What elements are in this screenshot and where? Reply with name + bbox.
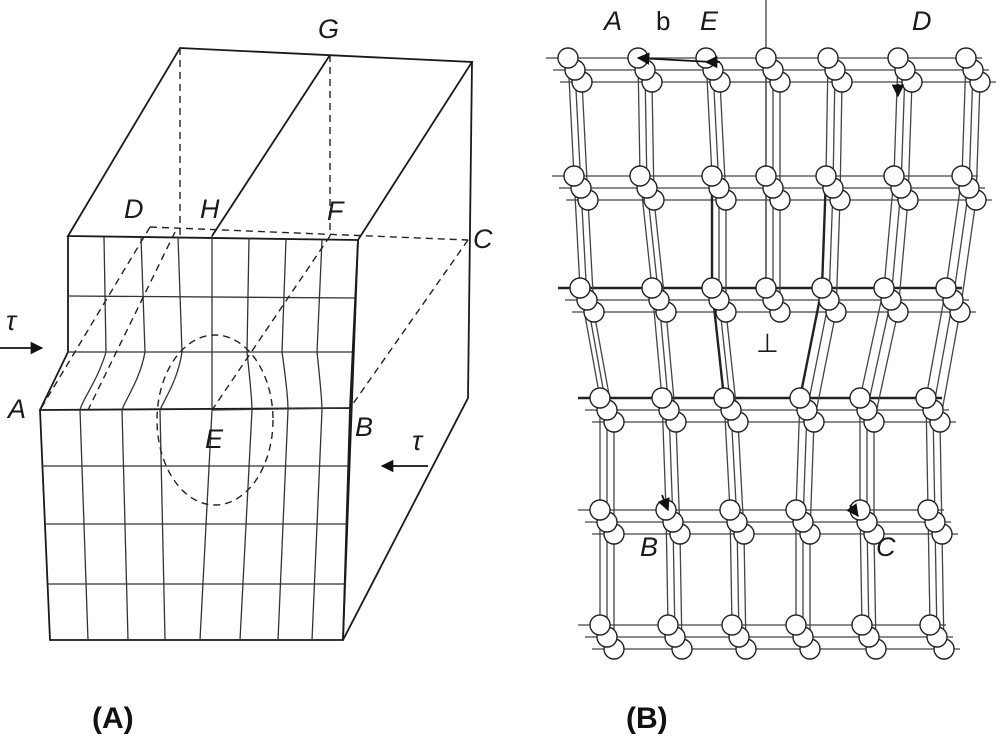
label-tau-right: τ [412, 426, 424, 456]
label-a-a: A [6, 394, 26, 424]
lattice-atom [917, 499, 939, 521]
lattice-bond [893, 57, 899, 177]
lattice-atom [589, 499, 611, 521]
lattice-atom [883, 165, 905, 187]
lattice-atom [951, 165, 973, 187]
lattice-atom [563, 165, 585, 187]
lattice-atom [789, 387, 811, 409]
lattice-atom [701, 277, 723, 299]
lattice-atom [915, 387, 937, 409]
lattice-atom [701, 165, 723, 187]
lattice-bond [907, 81, 913, 201]
lattice-atom [785, 614, 807, 636]
label-e-b: E [700, 6, 719, 36]
circuit-arrow-top [704, 55, 905, 98]
lattice-atom [785, 499, 807, 521]
lattice-atom [817, 47, 839, 69]
lattice-bond [959, 199, 977, 313]
caption-b: (B) [626, 702, 668, 735]
lattice-bond [939, 311, 961, 423]
lattice-bonds [546, 0, 996, 650]
label-f: F [327, 196, 345, 226]
lattice-atom [651, 387, 673, 409]
lattice-atom [873, 277, 895, 299]
lattice-bond [968, 69, 974, 189]
lattice-atom [919, 614, 941, 636]
lattice-atom [721, 614, 743, 636]
lattice-atom [955, 47, 977, 69]
lattice-atom [935, 277, 957, 299]
label-burgers-b: b [656, 6, 670, 36]
lattice-bond [952, 187, 970, 301]
label-b-a: B [355, 412, 373, 442]
lattice-bond [975, 81, 981, 201]
lattice-atom [713, 387, 735, 409]
panel-a: G D H F C A B E τ τ (A) [0, 14, 493, 735]
lattice-bond [945, 175, 963, 289]
lattice-bond [961, 57, 967, 177]
label-g: G [318, 14, 339, 44]
lattice-bond [883, 175, 895, 289]
lattice-atom [811, 277, 833, 299]
lattice-bond [866, 299, 892, 411]
lattice-bond [897, 199, 909, 313]
lattice-atoms [557, 47, 991, 660]
lattice-bond [873, 311, 899, 423]
lattice-atom [589, 614, 611, 636]
lattice-atom [849, 387, 871, 409]
dislocation-symbol: ⊥ [756, 328, 779, 358]
label-d-a: D [124, 194, 144, 224]
lattice-atom [755, 47, 777, 69]
lattice-atom [569, 277, 591, 299]
label-d-b: D [912, 6, 932, 36]
lattice-atom [657, 614, 679, 636]
label-c-b: C [876, 532, 896, 562]
lattice-atom [629, 165, 651, 187]
lattice-bond [798, 287, 824, 399]
dashed-slip-plane [39, 48, 469, 506]
block-outline [39, 47, 474, 641]
label-a-b: A [602, 6, 622, 36]
lattice-atom [887, 47, 909, 69]
lattice-bond [859, 287, 885, 399]
panel-b: A b E D B C ⊥ (B) [546, 0, 996, 735]
circuit-arrow-bottom [657, 494, 859, 518]
lattice-atom [719, 499, 741, 521]
lattice-atom [851, 614, 873, 636]
lattice-bond [890, 187, 902, 301]
caption-a: (A) [92, 702, 134, 735]
lattice-atom [641, 277, 663, 299]
lattice-atom [755, 165, 777, 187]
lattice-atom [815, 165, 837, 187]
front-grid [42, 236, 356, 641]
burgers-vector-arrow [636, 52, 713, 65]
label-e-a: E [205, 424, 224, 454]
lattice-bond [932, 299, 954, 411]
label-c-a: C [473, 224, 493, 254]
lattice-atom [755, 277, 777, 299]
lattice-bond [900, 69, 906, 189]
lattice-bond [813, 311, 837, 423]
label-tau-left: τ [6, 306, 18, 336]
lattice-atom [589, 387, 611, 409]
lattice-bond [925, 287, 947, 399]
lattice-atom [695, 47, 717, 69]
lattice-atom [557, 47, 579, 69]
label-b-b: B [640, 532, 658, 562]
label-h: H [200, 194, 220, 224]
lattice-bond [806, 299, 830, 411]
